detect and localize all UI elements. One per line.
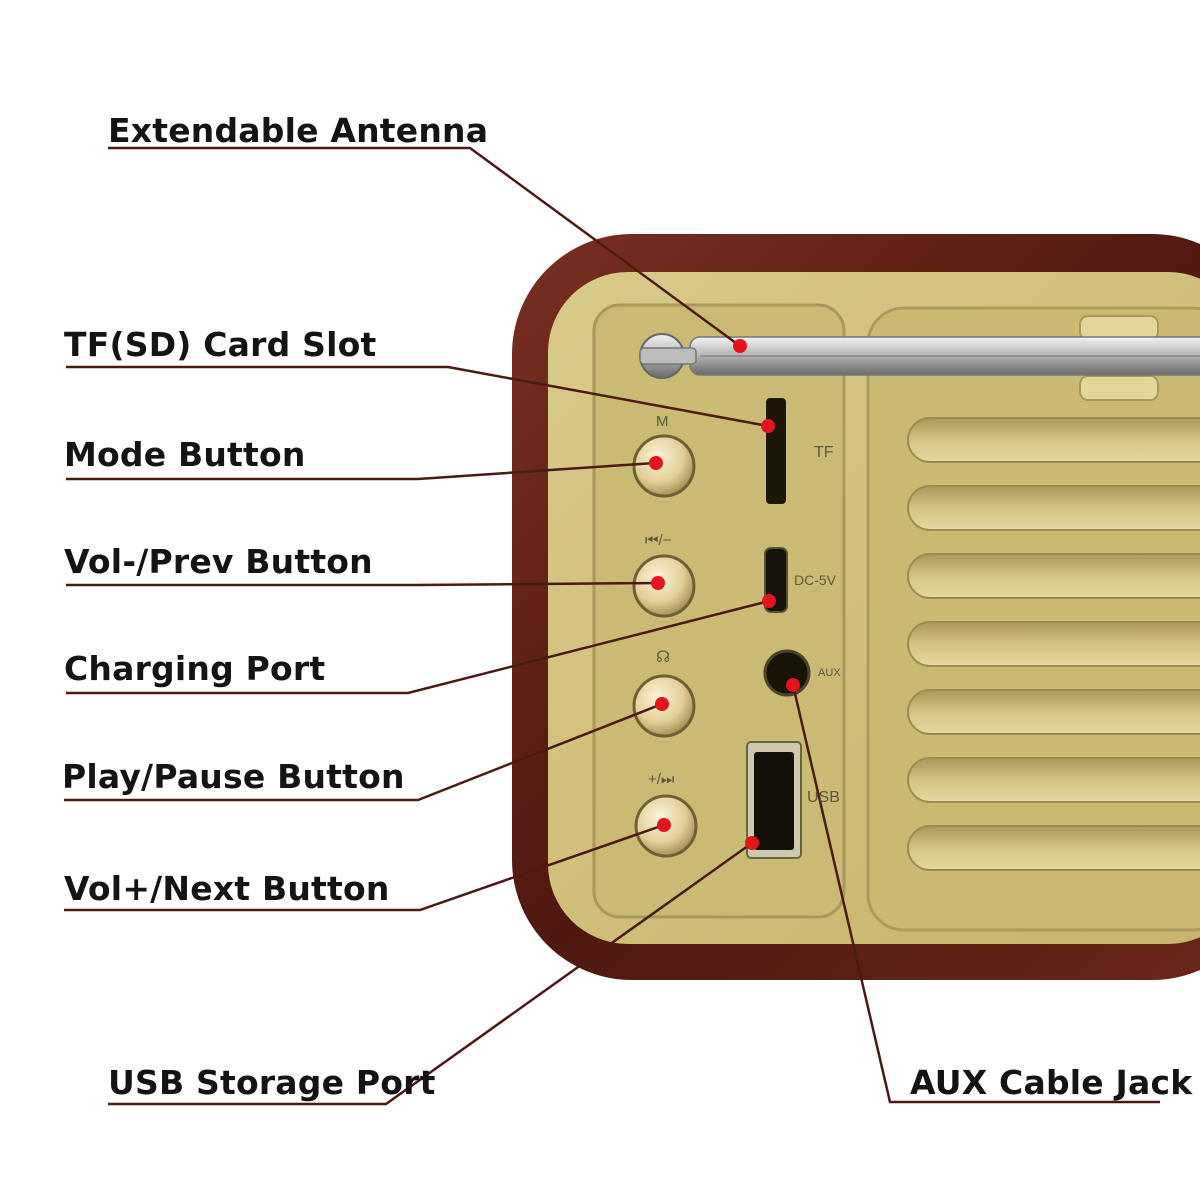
dc-5v-label: DC-5V — [794, 572, 837, 588]
antenna-rod — [639, 333, 1200, 379]
callout-tf-card-slot: TF(SD) Card Slot — [64, 325, 377, 364]
aux-label: AUX — [818, 667, 841, 679]
tf-label: TF — [814, 444, 834, 461]
red-markers — [649, 339, 800, 850]
tf-card-slot — [766, 398, 786, 504]
prev-symbol: ⏮/− — [645, 532, 672, 549]
callout-mode-button: Mode Button — [64, 435, 306, 474]
leader-lines — [64, 146, 1160, 1106]
callout-charging-port: Charging Port — [64, 649, 326, 688]
headphone-icon: ☊ — [656, 649, 671, 666]
callout-play-pause-button: Play/Pause Button — [62, 757, 405, 796]
callout-aux-cable-jack: AUX Cable Jack — [910, 1063, 1193, 1102]
mode-symbol: M — [656, 413, 669, 430]
callout-usb-storage-port: USB Storage Port — [108, 1063, 436, 1102]
usb-label: USB — [807, 789, 840, 806]
next-symbol: +/⏭ — [648, 771, 675, 788]
callout-vol-next-button: Vol+/Next Button — [64, 869, 390, 908]
mode-button — [632, 434, 696, 498]
callout-extendable-antenna: Extendable Antenna — [108, 111, 489, 150]
control-panel — [592, 303, 846, 919]
callout-vol-prev-button: Vol-/Prev Button — [64, 542, 373, 581]
grille-slats — [907, 417, 1200, 871]
